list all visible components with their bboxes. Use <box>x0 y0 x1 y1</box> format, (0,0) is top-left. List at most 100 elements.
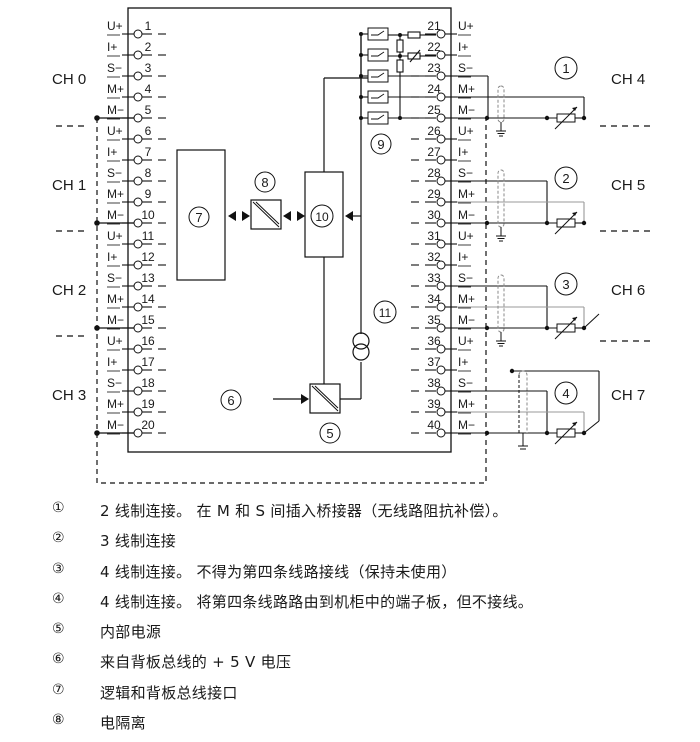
arrow-into-10 <box>345 211 353 221</box>
mux-switch-icon <box>359 48 389 62</box>
legend-item: ① 2 线制连接。 在 M 和 S 间插入桥接器（无线路阻抗补偿）。 <box>0 496 700 526</box>
terminal-signal-label: U+ <box>107 124 123 138</box>
terminal-signal-label: S− <box>107 271 122 285</box>
terminal-9: M+ 9 <box>107 187 166 207</box>
terminal-2: I+2 <box>107 40 166 60</box>
legend-text: 电隔离 <box>100 714 146 732</box>
callout-1: 1 <box>554 56 578 80</box>
legend-text: 4 线制连接。 将第四条线路路由到机柜中的端子板，但不接线。 <box>100 593 534 611</box>
terminal-signal-label: M+ <box>458 397 475 411</box>
terminal-number: 32 <box>427 250 441 264</box>
terminal-signal-label: U+ <box>458 124 474 138</box>
terminal-number: 1 <box>145 19 152 33</box>
terminal-number: 21 <box>427 19 441 33</box>
terminal-number: 23 <box>427 61 441 75</box>
channel-label-ch6: CH 6 <box>611 282 645 299</box>
legend-marker: ⑦ <box>52 682 65 698</box>
terminal-number: 11 <box>142 229 155 243</box>
terminal-screw-icon <box>133 155 143 165</box>
channel-6-field-wiring <box>457 274 600 347</box>
terminal-number: 35 <box>427 313 441 327</box>
legend-marker: ② <box>52 530 65 546</box>
terminal-19: M+19 <box>107 397 166 417</box>
legend-text: 3 线制连接 <box>100 532 177 550</box>
terminal-10: M−10 <box>107 208 166 228</box>
terminal-signal-label: M− <box>107 208 124 222</box>
svg-text:3: 3 <box>562 277 569 292</box>
terminal-13: S−13 <box>107 271 166 291</box>
terminal-screw-icon <box>133 113 143 123</box>
channel-7-field-wiring <box>457 368 600 450</box>
terminal-signal-label: M+ <box>107 292 124 306</box>
bidirectional-arrow-7-8 <box>228 211 250 221</box>
channel-label-ch0: CH 0 <box>52 71 86 88</box>
terminal-26: 26 U+ <box>411 124 474 144</box>
left-terminal-block: U+1I+2S−3M+4M−5U+6I+7S−8M+9M−10U+11I+12S… <box>107 19 166 438</box>
callout-8: 8 <box>254 171 276 193</box>
backplane-5v-arrow <box>301 394 309 404</box>
terminal-1: U+ 1 <box>107 19 166 39</box>
svg-text:11: 11 <box>379 306 392 320</box>
cable-shield-icon <box>497 169 505 228</box>
terminal-signal-label: S− <box>107 166 122 180</box>
callout-9: 9 <box>370 133 392 155</box>
terminal-number: 33 <box>427 271 441 285</box>
multiplexer-switches <box>359 27 436 125</box>
terminal-signal-label: M− <box>107 313 124 327</box>
internal-power-supply-block <box>309 383 341 414</box>
terminal-screw-icon <box>133 134 143 144</box>
channel-label-ch4: CH 4 <box>611 71 645 88</box>
terminal-number: 5 <box>145 103 152 117</box>
terminal-screw-icon <box>133 92 143 102</box>
mux-switch-icon <box>359 90 436 104</box>
wiring-diagram: U+1I+2S−3M+4M−5U+6I+7S−8M+9M−10U+11I+12S… <box>52 7 650 484</box>
terminal-signal-label: M− <box>458 313 475 327</box>
svg-text:4: 4 <box>562 386 569 401</box>
terminal-number: 9 <box>145 187 152 201</box>
svg-text:10: 10 <box>315 210 329 224</box>
terminal-number: 26 <box>427 124 441 138</box>
legend-item: ④ 4 线制连接。 将第四条线路路由到机柜中的端子板，但不接线。 <box>0 587 700 617</box>
terminal-signal-label: S− <box>458 61 473 75</box>
module-housing <box>127 7 452 453</box>
terminal-screw-icon <box>133 29 143 39</box>
terminal-screw-icon <box>133 176 143 186</box>
galvanic-isolation-block <box>250 199 282 230</box>
terminal-signal-label: M− <box>107 103 124 117</box>
callout-2: 2 <box>554 166 578 190</box>
callout-6: 6 <box>220 389 242 411</box>
cable-shield-icon <box>497 85 505 123</box>
svg-text:1: 1 <box>562 61 569 76</box>
legend-text: 来自背板总线的 + 5 V 电压 <box>100 653 292 671</box>
svg-text:8: 8 <box>261 175 268 190</box>
terminal-8: S−8 <box>107 166 166 186</box>
terminal-6: U+6 <box>107 124 166 144</box>
terminal-35: 35 M− <box>411 313 475 333</box>
terminal-number: 34 <box>427 292 441 306</box>
legend-text: 逻辑和背板总线接口 <box>100 684 238 702</box>
terminal-signal-label: M+ <box>107 397 124 411</box>
terminal-signal-label: M+ <box>107 187 124 201</box>
terminal-signal-label: U+ <box>107 19 123 33</box>
bidirectional-arrow-8-10 <box>283 211 305 221</box>
terminal-number: 25 <box>427 103 441 117</box>
legend-item: ⑧ 电隔离 <box>0 708 700 738</box>
terminal-signal-label: S− <box>458 271 473 285</box>
terminal-signal-label: I+ <box>107 355 117 369</box>
legend-item: ⑤ 内部电源 <box>0 617 700 647</box>
cable-shield-icon <box>518 370 528 433</box>
reference-network-nodes <box>398 33 402 120</box>
terminal-signal-label: U+ <box>107 334 123 348</box>
terminal-screw-icon <box>133 197 143 207</box>
legend-text: 4 线制连接。 不得为第四条线路接线（保持未使用） <box>100 563 457 581</box>
terminal-signal-label: U+ <box>458 229 474 243</box>
terminal-16: U+16 <box>107 334 166 354</box>
terminal-signal-label: I+ <box>458 145 468 159</box>
